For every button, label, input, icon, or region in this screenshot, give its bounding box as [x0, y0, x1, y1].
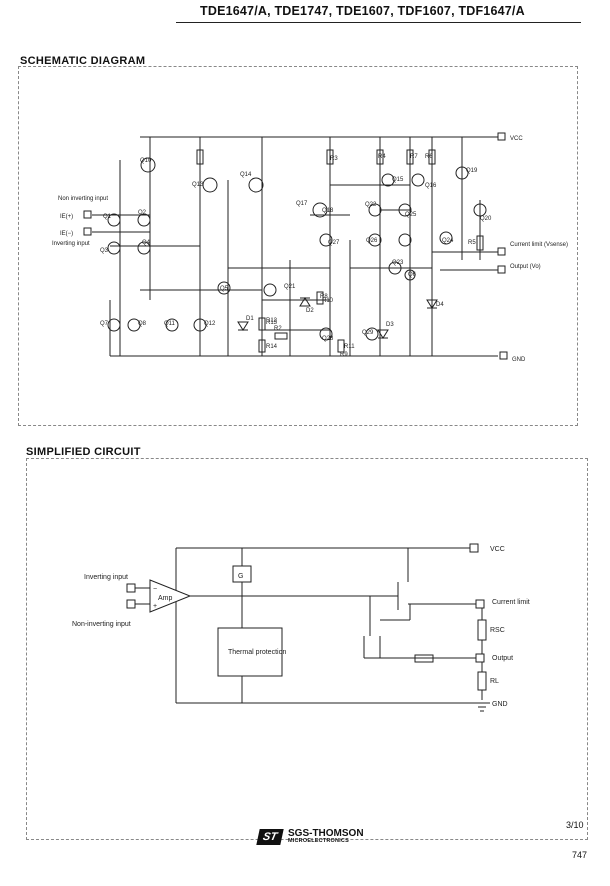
- page-header: TDE1647/A, TDE1747, TDE1607, TDF1607, TD…: [200, 4, 525, 18]
- designator-q26: Q26: [366, 238, 378, 244]
- designator-q14: Q14: [240, 172, 252, 178]
- designator-d4: D4: [436, 302, 444, 308]
- designator-r14: R14: [266, 344, 278, 350]
- designator-q25: Q25: [405, 212, 417, 218]
- simplified-title: SIMPLIFIED CIRCUIT: [26, 446, 141, 458]
- designator-q23: Q23: [392, 260, 404, 266]
- designator-r8: R8: [320, 294, 328, 300]
- sch-component-labels: Q10Q1Q2Q3Q4Q13Q14Q15Q16Q17Q18Q19Q20Q21Q2…: [100, 154, 492, 358]
- designator-q2: Q2: [138, 210, 147, 216]
- designator-q18: Q18: [322, 208, 334, 214]
- simp-plus-sign: +: [153, 603, 157, 610]
- designator-q16: Q16: [425, 183, 437, 189]
- designator-r13: R13: [266, 320, 278, 326]
- designator-q19: Q19: [466, 168, 478, 174]
- sch-output-label: Output (Vo): [510, 264, 541, 270]
- sch-noninv-label: Non inverting input: [58, 196, 108, 202]
- simp-inv-label: Inverting input: [84, 574, 128, 581]
- designator-r4: R4: [378, 154, 386, 160]
- designator-r7: R7: [410, 154, 418, 160]
- schematic-title: SCHEMATIC DIAGRAM: [20, 55, 146, 67]
- designator-r5: R5: [468, 240, 476, 246]
- sch-curlim-label: Current limit (Vsense): [510, 242, 568, 248]
- designator-q22: Q22: [365, 202, 377, 208]
- designator-r6: R6: [425, 154, 433, 160]
- designator-q3: Q3: [100, 248, 109, 254]
- simp-curlim-label: Current limit: [492, 599, 530, 606]
- simp-rl-label: RL: [490, 678, 499, 685]
- designator-q29: Q29: [362, 330, 374, 336]
- designator-q4: Q4: [142, 240, 151, 246]
- st-logo: ST SGS-THOMSON MICROELECTRONICS: [256, 828, 364, 845]
- simp-minus-sign: −: [153, 586, 157, 593]
- header-rule: [176, 22, 581, 23]
- simp-thermal-label: Thermal protection: [228, 649, 286, 656]
- designator-r12: R12: [266, 318, 278, 324]
- st-logo-sub: MICROELECTRONICS: [288, 838, 349, 845]
- page-number: 747: [572, 850, 588, 860]
- schematic-frame: [18, 66, 578, 426]
- designator-d2: D2: [306, 308, 314, 314]
- st-logo-main: SGS-THOMSON: [288, 828, 364, 840]
- page-fraction: 3/10: [566, 820, 584, 830]
- simp-gnd-label: GND: [492, 701, 508, 708]
- simp-amp-label: Amp: [158, 595, 173, 602]
- designator-q7: Q7: [100, 321, 109, 327]
- designator-q5: Q5: [220, 286, 229, 292]
- designator-q12: Q12: [204, 321, 216, 327]
- simplified-frame: [26, 458, 588, 840]
- st-logo-mark: ST: [256, 829, 284, 845]
- designator-r9: R9: [340, 352, 348, 358]
- designator-d1: D1: [246, 316, 254, 322]
- designator-d3: D3: [386, 322, 394, 328]
- sch-ie-plus-label: IE(+): [60, 214, 73, 220]
- designator-q27: Q27: [328, 240, 340, 246]
- designator-q28: Q28: [322, 336, 334, 342]
- designator-q13: Q13: [192, 182, 204, 188]
- designator-q8: Q8: [138, 321, 147, 327]
- simp-rsc-label: RSC: [490, 627, 505, 634]
- sch-inv-label: Inverting input: [52, 241, 90, 247]
- simp-vcc-label: VCC: [490, 546, 505, 553]
- sch-vcc-label: VCC: [510, 136, 523, 142]
- designator-r2: R2: [274, 326, 282, 332]
- designator-q1: Q1: [103, 214, 112, 220]
- designator-q20: Q20: [480, 216, 492, 222]
- simp-noninv-label: Non-inverting input: [72, 621, 131, 628]
- designator-q24: Q24: [442, 238, 454, 244]
- designator-q15: Q15: [392, 177, 404, 183]
- simp-g-label: G: [238, 573, 243, 580]
- designator-r11: R11: [344, 344, 355, 350]
- designator-q17: Q17: [296, 201, 308, 207]
- designator-r10: R10: [322, 298, 334, 304]
- simp-output-label: Output: [492, 655, 513, 662]
- designator-r3: R3: [330, 156, 338, 162]
- designator-q21: Q21: [284, 284, 296, 290]
- designator-q6: Q6: [408, 272, 417, 278]
- sch-ie-minus-label: IE(−): [60, 231, 73, 237]
- designator-q11: Q11: [164, 321, 176, 327]
- designator-q10: Q10: [140, 158, 152, 164]
- sch-gnd-label: GND: [512, 357, 526, 363]
